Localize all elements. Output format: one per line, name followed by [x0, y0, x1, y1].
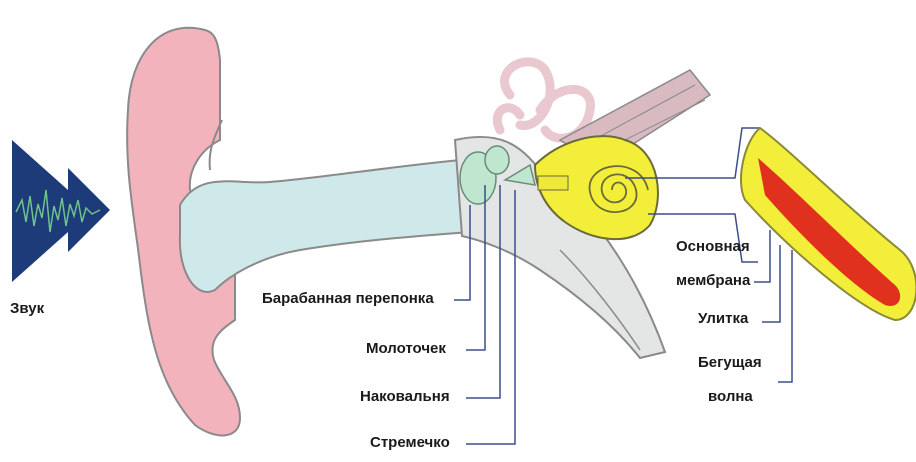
ear-canal: [180, 160, 470, 292]
label-eardrum: Барабанная перепонка: [262, 290, 434, 307]
uncoiled-cochlea: [741, 128, 916, 320]
semicircular-canals: [497, 62, 590, 138]
label-anvil: Наковальня: [360, 388, 450, 405]
label-cochlea: Улитка: [698, 310, 748, 327]
sound-arrow-icon: [12, 140, 110, 282]
label-hammer: Молоточек: [366, 340, 446, 357]
label-membrane-line1: Основная: [676, 238, 750, 255]
label-wave-line1: Бегущая: [698, 354, 762, 371]
label-membrane-line2: мембрана: [676, 272, 750, 289]
label-stirrup: Стремечко: [370, 434, 450, 451]
label-wave-line2: волна: [708, 388, 753, 405]
label-sound: Звук: [10, 300, 44, 317]
